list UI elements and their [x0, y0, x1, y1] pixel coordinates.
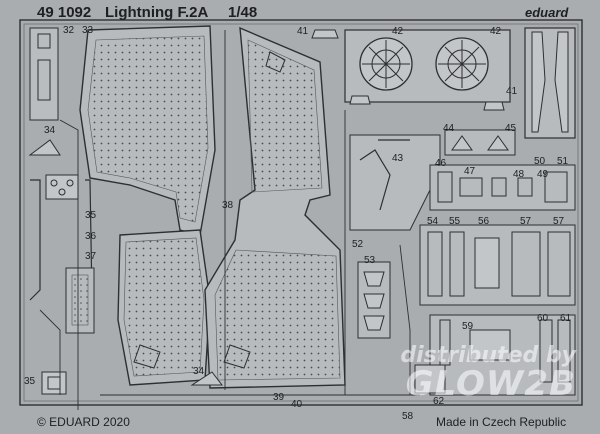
brand-logo: eduard [525, 5, 569, 20]
part-number-56: 56 [478, 216, 490, 227]
part-number-45: 45 [505, 123, 517, 134]
part-32-33 [29, 27, 59, 121]
part-59-61-area [429, 314, 576, 396]
part-number-41b: 41 [506, 86, 518, 97]
sprue-lines [39, 30, 420, 410]
part-number-62: 62 [433, 396, 445, 407]
part-right-strips [524, 27, 576, 139]
part-35-top [45, 174, 79, 200]
part-left-panel [79, 25, 216, 386]
part-34-left [28, 139, 61, 156]
part-number-41a: 41 [297, 26, 309, 37]
part-53-column [357, 261, 391, 339]
part-number-38: 38 [222, 200, 234, 211]
part-number-36: 36 [85, 231, 97, 242]
model-title: Lightning F.2A [105, 4, 209, 21]
part-number-35a: 35 [85, 210, 97, 221]
part-number-34a: 34 [44, 125, 56, 136]
part-number-52: 52 [352, 239, 364, 250]
product-code: 49 1092 [37, 4, 92, 21]
part-62 [414, 364, 446, 394]
part-42-wheels [344, 29, 511, 111]
part-46-51-row [429, 164, 576, 211]
part-44-45 [444, 129, 516, 156]
origin-label: Made in Czech Republic [436, 415, 567, 429]
part-number-48: 48 [513, 169, 525, 180]
part-number-60: 60 [537, 313, 549, 324]
part-number-53: 53 [364, 255, 376, 266]
watermark-distributed-by: distributed by [400, 343, 576, 368]
part-number-42a: 42 [392, 26, 404, 37]
part-number-51: 51 [557, 156, 569, 167]
part-number-32: 32 [63, 25, 75, 36]
part-number-46: 46 [435, 158, 447, 169]
part-number-35b: 35 [24, 376, 36, 387]
part-number-44: 44 [443, 123, 455, 134]
part-number-58: 58 [402, 411, 414, 422]
part-41-top [311, 29, 339, 39]
part-number-40: 40 [291, 399, 303, 410]
part-number-33: 33 [82, 25, 94, 36]
part-43-linkage [349, 134, 441, 231]
part-37-plate [65, 267, 95, 334]
part-number-57b: 57 [553, 216, 565, 227]
part-number-42b: 42 [490, 26, 502, 37]
part-35-bottom [41, 371, 67, 395]
watermark-logo: GLOW2B [405, 364, 576, 404]
part-number-57a: 57 [520, 216, 532, 227]
part-number-55: 55 [449, 216, 461, 227]
part-number-61: 61 [560, 313, 572, 324]
copyright-label: © EDUARD 2020 [37, 415, 130, 429]
part-number-54: 54 [427, 216, 439, 227]
part-number-34b: 34 [193, 366, 205, 377]
part-number-37: 37 [85, 251, 97, 262]
part-number-50: 50 [534, 156, 546, 167]
part-34-bottom [190, 371, 224, 386]
part-number-49: 49 [537, 169, 549, 180]
part-number-43: 43 [392, 153, 404, 164]
part-number-59: 59 [462, 321, 474, 332]
part-number-39: 39 [273, 392, 285, 403]
part-number-47: 47 [464, 166, 476, 177]
scale-label: 1/48 [228, 4, 258, 21]
part-54-57-area [419, 224, 576, 306]
